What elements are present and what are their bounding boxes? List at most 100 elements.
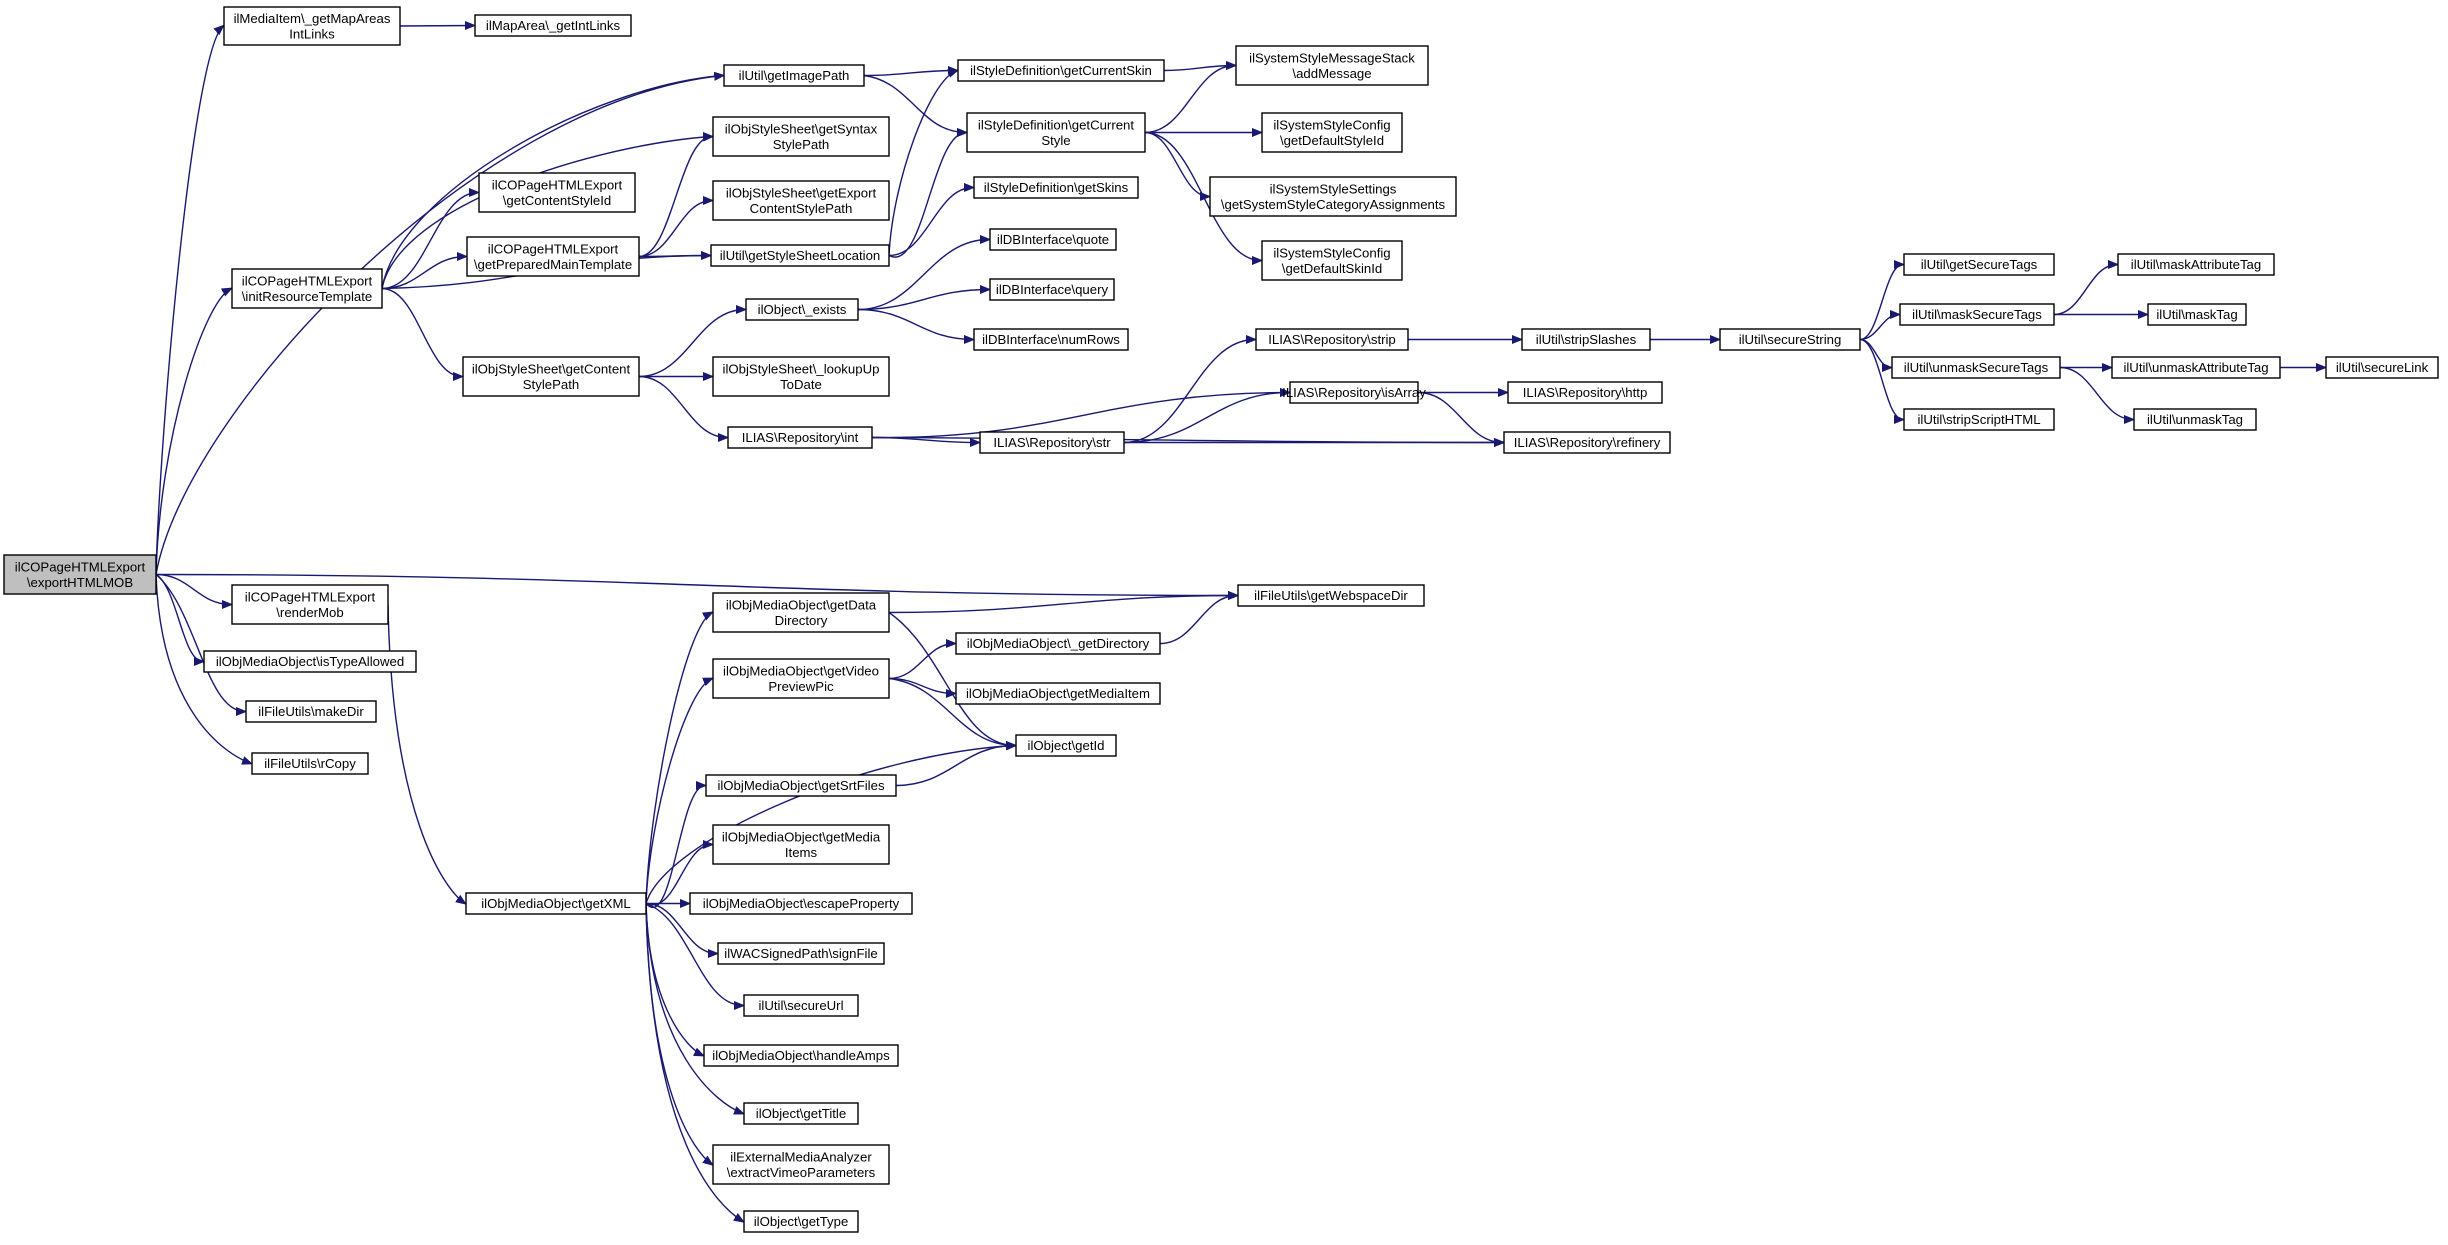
node-box[interactable] [1015,734,1117,757]
node-box[interactable] [689,892,913,915]
graph-node[interactable]: ilSystemStyleConfig\getDefaultSkinId [1261,240,1403,281]
graph-node[interactable]: ILIAS\Repository\refinery [1503,431,1671,454]
graph-node[interactable]: ilUtil\secureLink [2325,356,2439,379]
graph-node[interactable]: ilObjMediaObject\getXML [465,892,647,915]
node-box[interactable] [2147,303,2247,326]
graph-node[interactable]: ilUtil\getImagePath [723,64,865,87]
graph-node[interactable]: ilSystemStyleSettings\getSystemStyleCate… [1209,176,1457,217]
node-box[interactable] [979,431,1125,454]
node-box[interactable] [1507,381,1663,404]
graph-node[interactable]: ilUtil\maskTag [2147,303,2247,326]
node-box[interactable] [1719,328,1861,351]
graph-node[interactable]: ilUtil\stripSlashes [1521,328,1651,351]
graph-node[interactable]: ilUtil\getSecureTags [1903,253,2055,276]
graph-node[interactable]: ilWACSignedPath\signFile [717,942,885,965]
node-box[interactable] [712,592,890,633]
graph-node[interactable]: ilSystemStyleConfig\getDefaultStyleId [1261,112,1403,153]
node-box[interactable] [712,1144,890,1185]
graph-node[interactable]: ilUtil\unmaskTag [2133,408,2257,431]
node-box[interactable] [703,1044,899,1067]
graph-node[interactable]: ilObjMediaObject\isTypeAllowed [203,650,417,673]
graph-node[interactable]: ILIAS\Repository\int [727,426,873,449]
node-box[interactable] [712,824,890,865]
node-box[interactable] [1209,176,1457,217]
node-box[interactable] [1261,240,1403,281]
node-box[interactable] [989,278,1115,301]
graph-node[interactable]: ilFileUtils\rCopy [251,752,369,775]
node-box[interactable] [1289,381,1419,404]
node-box[interactable] [1521,328,1651,351]
node-box[interactable] [973,176,1139,199]
graph-node[interactable]: ilObjMediaObject\getMediaItem [955,682,1161,705]
node-box[interactable] [2117,253,2275,276]
graph-node[interactable]: ilUtil\maskSecureTags [1899,303,2055,326]
node-box[interactable] [710,244,890,267]
graph-node[interactable]: ilStyleDefinition\getSkins [973,176,1139,199]
node-box[interactable] [466,236,640,277]
graph-node[interactable]: ILIAS\Repository\strip [1255,328,1409,351]
graph-node[interactable]: ilObjMediaObject\handleAmps [703,1044,899,1067]
graph-node[interactable]: ilUtil\getStyleSheetLocation [710,244,890,267]
node-box[interactable] [973,328,1129,351]
node-box[interactable] [705,774,897,797]
node-box[interactable] [2133,408,2257,431]
graph-node[interactable]: ilObjMediaObject\escapeProperty [689,892,913,915]
node-box[interactable] [223,6,401,46]
node-box[interactable] [743,1210,859,1233]
node-box[interactable] [1903,408,2055,431]
graph-node[interactable]: ilCOPageHTMLExport\initResourceTemplate [231,268,383,309]
node-box[interactable] [251,752,369,775]
node-box[interactable] [743,994,859,1017]
graph-node[interactable]: ILIAS\Repository\str [979,431,1125,454]
graph-node[interactable]: ilCOPageHTMLExport\getContentStyleId [478,172,636,213]
graph-node[interactable]: ILIAS\Repository\http [1507,381,1663,404]
graph-node[interactable]: ilCOPageHTMLExport\renderMob [231,584,389,625]
graph-node[interactable]: ilObjMediaObject\getSrtFiles [705,774,897,797]
graph-node[interactable]: ilUtil\secureUrl [743,994,859,1017]
node-box[interactable] [955,682,1161,705]
node-box[interactable] [245,700,377,723]
graph-node[interactable]: ilUtil\secureString [1719,328,1861,351]
node-box[interactable] [1237,584,1425,607]
node-box[interactable] [712,356,890,397]
graph-node[interactable]: ilObjMediaObject\_getDirectory [955,632,1161,655]
graph-node[interactable]: ilUtil\stripScriptHTML [1903,408,2055,431]
node-box[interactable] [712,180,890,221]
graph-node[interactable]: ilObject\getTitle [743,1102,859,1125]
node-box[interactable] [723,64,865,87]
graph-node[interactable]: ilObject\getType [743,1210,859,1233]
graph-node[interactable]: ilUtil\unmaskSecureTags [1891,356,2061,379]
node-box[interactable] [745,298,859,321]
graph-node[interactable]: ilUtil\unmaskAttributeTag [2111,356,2281,379]
graph-node[interactable]: ilCOPageHTMLExport\getPreparedMainTempla… [466,236,640,277]
node-box[interactable] [2325,356,2439,379]
graph-node[interactable]: ilFileUtils\makeDir [245,700,377,723]
node-box[interactable] [231,584,389,625]
node-box[interactable] [203,650,417,673]
node-box[interactable] [717,942,885,965]
graph-node[interactable]: ilDBInterface\quote [989,228,1117,251]
graph-node[interactable]: ilUtil\maskAttributeTag [2117,253,2275,276]
node-box[interactable] [1899,303,2055,326]
node-box[interactable] [474,14,632,37]
node-box[interactable] [727,426,873,449]
node-box[interactable] [231,268,383,309]
node-box[interactable] [712,116,890,157]
graph-node[interactable]: ilCOPageHTMLExport\exportHTMLMOB [3,554,157,595]
graph-node[interactable]: ilObject\_exists [745,298,859,321]
node-box[interactable] [2111,356,2281,379]
node-box[interactable] [478,172,636,213]
node-box[interactable] [989,228,1117,251]
graph-node[interactable]: ILIAS\Repository\isArray [1282,381,1426,404]
node-box[interactable] [1891,356,2061,379]
node-box[interactable] [966,112,1146,153]
graph-node[interactable]: ilObject\getId [1015,734,1117,757]
node-box[interactable] [1503,431,1671,454]
